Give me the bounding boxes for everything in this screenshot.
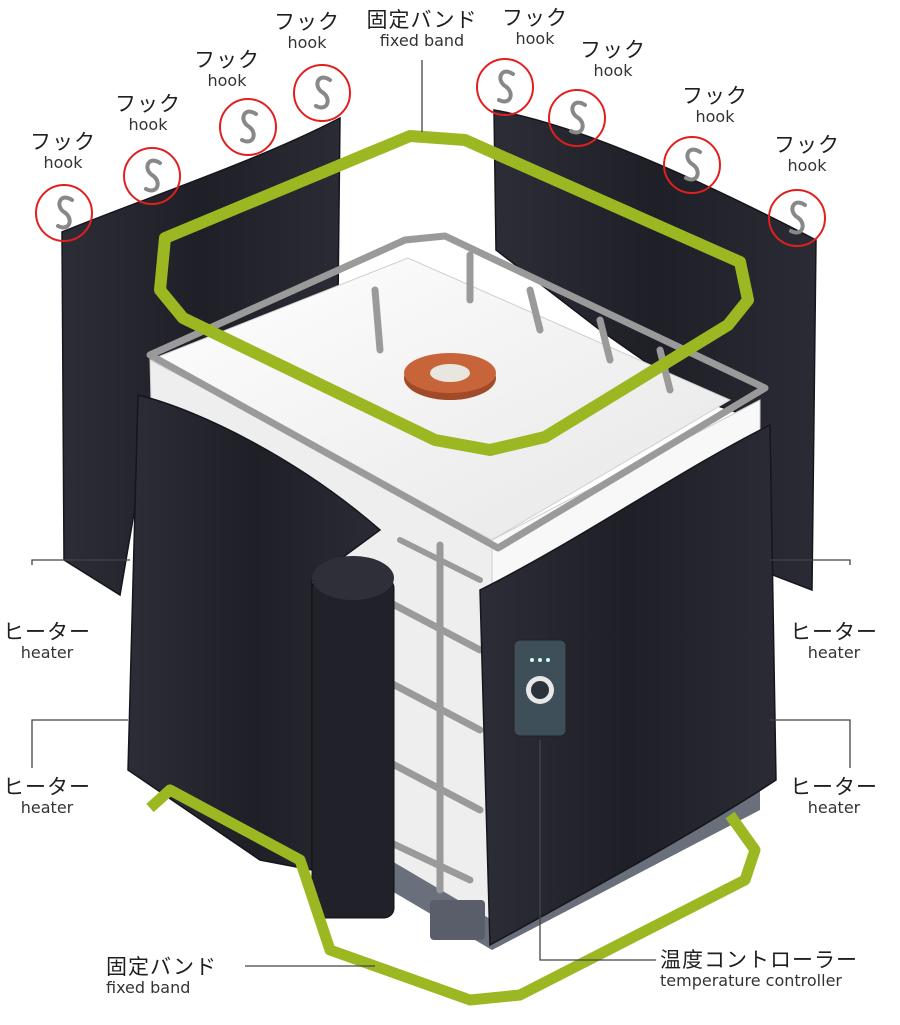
hook-icon [768, 189, 826, 247]
hook-label-en: hook [787, 156, 827, 176]
heater-panel-front-left [127, 394, 382, 871]
tank-cap [404, 353, 496, 400]
heater-label-right-lower: ヒーター heater [784, 775, 884, 818]
heater-label-en: heater [807, 798, 861, 818]
band-label-top-en: fixed band [379, 31, 465, 51]
hook-label-4: フック hook [272, 10, 342, 53]
steel-cage [146, 232, 769, 894]
hook-label-8: フック hook [772, 133, 842, 176]
heater-label-ja: ヒーター [790, 775, 878, 799]
hook-icon [548, 89, 606, 147]
top-fixed-band [154, 130, 754, 456]
hook-label-ja: フック [774, 133, 840, 157]
heater-label-left-upper: ヒーター heater [2, 620, 92, 663]
heater-roll [311, 556, 395, 919]
hook-label-en: hook [515, 29, 555, 49]
hook-label-en: hook [287, 33, 327, 53]
hook-label-1: フック hook [28, 130, 98, 173]
controller-label-ja: 温度コントローラー [660, 948, 858, 972]
hook-label-en: hook [695, 107, 735, 127]
hook-label-5: フック hook [500, 6, 570, 49]
hook-icon [123, 147, 181, 205]
hook-icon [219, 98, 277, 156]
hook-label-ja: フック [194, 48, 260, 72]
hook-markers [35, 58, 826, 247]
heater-label-en: heater [20, 798, 74, 818]
controller-label: 温度コントローラー temperature controller [660, 948, 885, 991]
controller-label-en: temperature controller [660, 971, 842, 991]
hook-label-ja: フック [682, 84, 748, 108]
hook-label-ja: フック [274, 10, 340, 34]
hook-label-3: フック hook [192, 48, 262, 91]
hook-label-ja: フック [502, 6, 568, 30]
band-label-bottom-en: fixed band [106, 978, 191, 998]
band-label-bottom-ja: 固定バンド [106, 955, 218, 979]
hook-icon [35, 184, 93, 242]
hook-label-ja: フック [580, 38, 646, 62]
bottom-fixed-band [146, 784, 761, 1006]
heater-panel-front-right [479, 423, 777, 947]
hook-icon [293, 64, 351, 122]
band-label-top-ja: 固定バンド [366, 8, 478, 32]
heater-label-right-upper: ヒーター heater [784, 620, 884, 663]
hook-label-en: hook [43, 153, 83, 173]
hook-label-en: hook [593, 61, 633, 81]
heater-label-ja: ヒーター [790, 620, 878, 644]
hook-label-ja: フック [115, 92, 181, 116]
hook-label-7: フック hook [680, 84, 750, 127]
hook-icon [476, 58, 534, 116]
leader-lines [31, 60, 851, 967]
hook-icon [663, 136, 721, 194]
hook-label-6: フック hook [578, 38, 648, 81]
heater-label-en: heater [20, 643, 74, 663]
hook-label-2: フック hook [113, 92, 183, 135]
heater-label-ja: ヒーター [3, 775, 91, 799]
heater-label-en: heater [807, 643, 861, 663]
hook-label-en: hook [128, 115, 168, 135]
hook-label-ja: フック [30, 130, 96, 154]
heater-label-ja: ヒーター [3, 620, 91, 644]
heater-label-left-lower: ヒーター heater [2, 775, 92, 818]
hook-label-en: hook [207, 71, 247, 91]
band-label-bottom: 固定バンド fixed band [106, 955, 236, 998]
temperature-controller-device [513, 639, 567, 737]
band-label-top: 固定バンド fixed band [362, 8, 482, 51]
